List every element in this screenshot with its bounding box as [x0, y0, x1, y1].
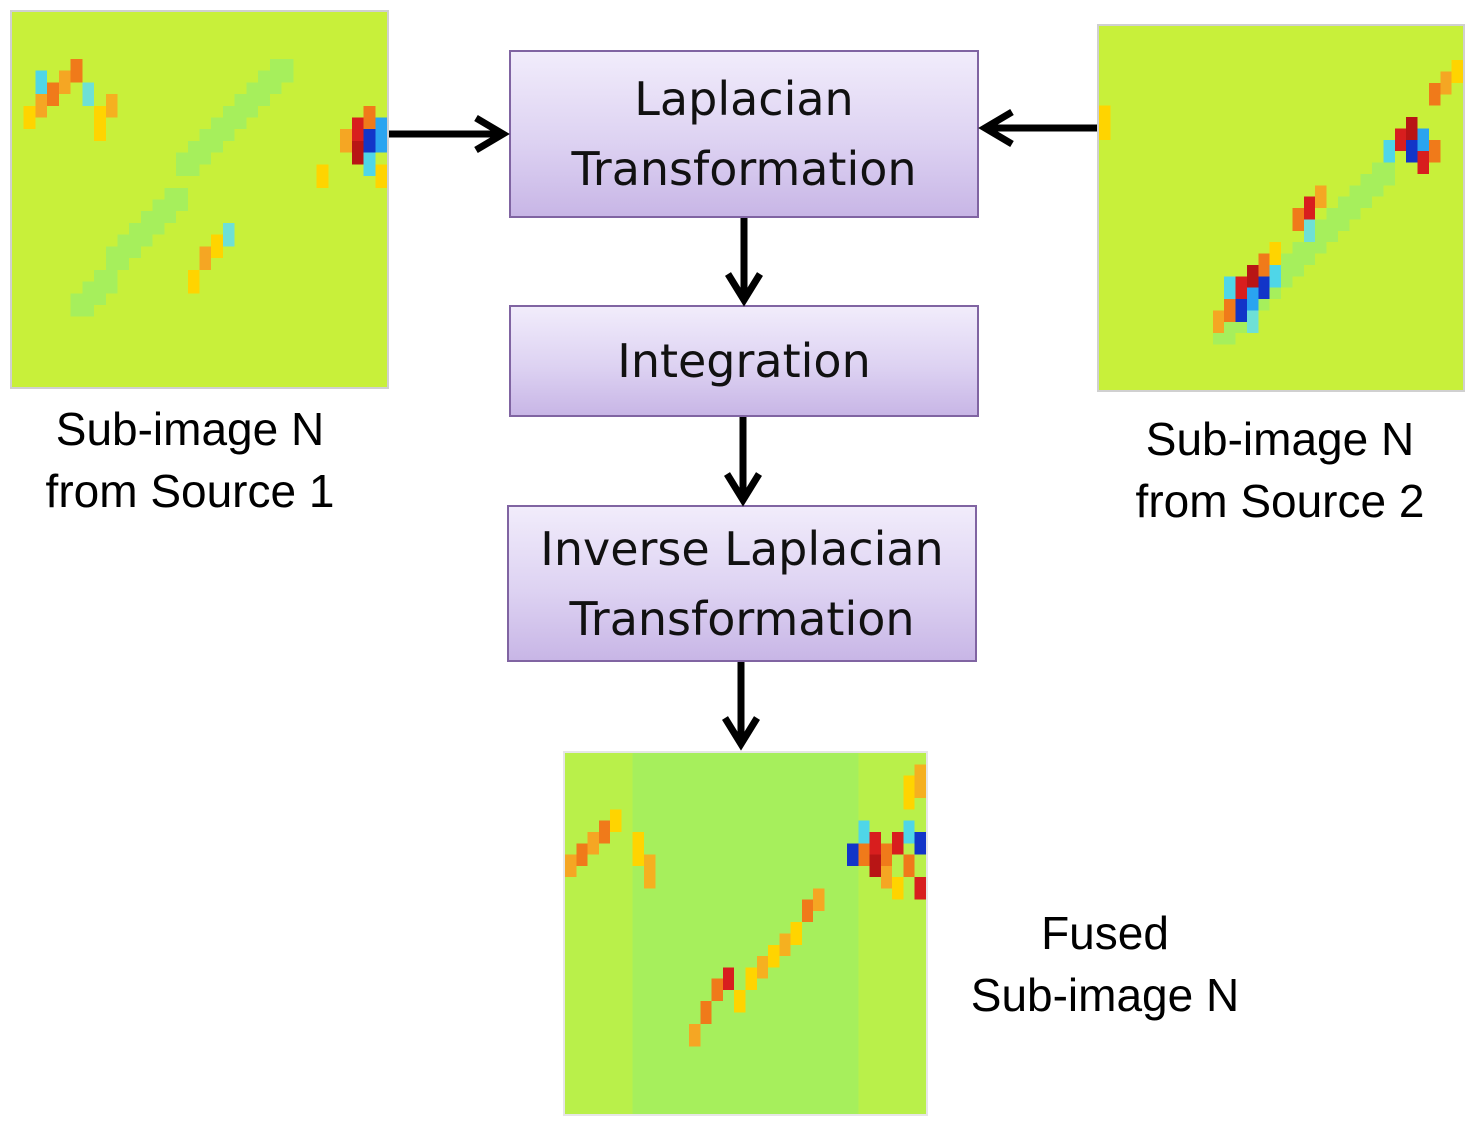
diagonal-streak: [70, 58, 294, 317]
caption-line: Fused: [1041, 907, 1169, 959]
caption-line: Sub-image N: [55, 403, 325, 455]
arrow-source1-to-laplacian: [389, 114, 510, 154]
right-edge-feature: [316, 105, 387, 188]
center-streak: [689, 888, 825, 1047]
upper-left-streak: [565, 809, 656, 889]
arrow-inverse-to-fused: [722, 662, 760, 751]
caption-line: Sub-image N: [970, 969, 1240, 1021]
fused-caption: Fused Sub-image N: [940, 902, 1270, 1026]
laplacian-transformation-box: Laplacian Transformation: [509, 50, 979, 218]
fused-subimage: [563, 751, 928, 1116]
box-label-line: Transformation: [571, 142, 917, 196]
upper-right-feature: [847, 764, 926, 900]
upper-right-feature: [1099, 60, 1463, 174]
arrow-laplacian-to-integration: [725, 218, 763, 307]
middle-feature: [187, 222, 235, 294]
upper-left-feature: [23, 58, 118, 141]
caption-line: from Source 2: [1135, 475, 1425, 527]
box-label-line: Transformation: [569, 591, 915, 646]
lower-left-feature: [1212, 242, 1281, 334]
arrow-integration-to-inverse: [724, 417, 762, 507]
caption-line: Sub-image N: [1145, 413, 1415, 465]
background-tint: [565, 753, 926, 1114]
source2-subimage: [1097, 24, 1465, 392]
source2-caption: Sub-image N from Source 2: [1100, 408, 1460, 532]
box-label-line: Integration: [617, 334, 871, 388]
integration-box: Integration: [509, 305, 979, 417]
box-label-line: Inverse Laplacian: [540, 521, 944, 576]
box-label-line: Laplacian: [634, 72, 854, 126]
source1-caption: Sub-image N from Source 1: [10, 398, 370, 522]
source1-subimage: [10, 10, 389, 389]
caption-line: from Source 1: [45, 465, 335, 517]
arrow-source2-to-laplacian: [978, 108, 1097, 148]
middle-feature: [1292, 185, 1327, 243]
inverse-laplacian-transformation-box: Inverse Laplacian Transformation: [507, 505, 977, 662]
